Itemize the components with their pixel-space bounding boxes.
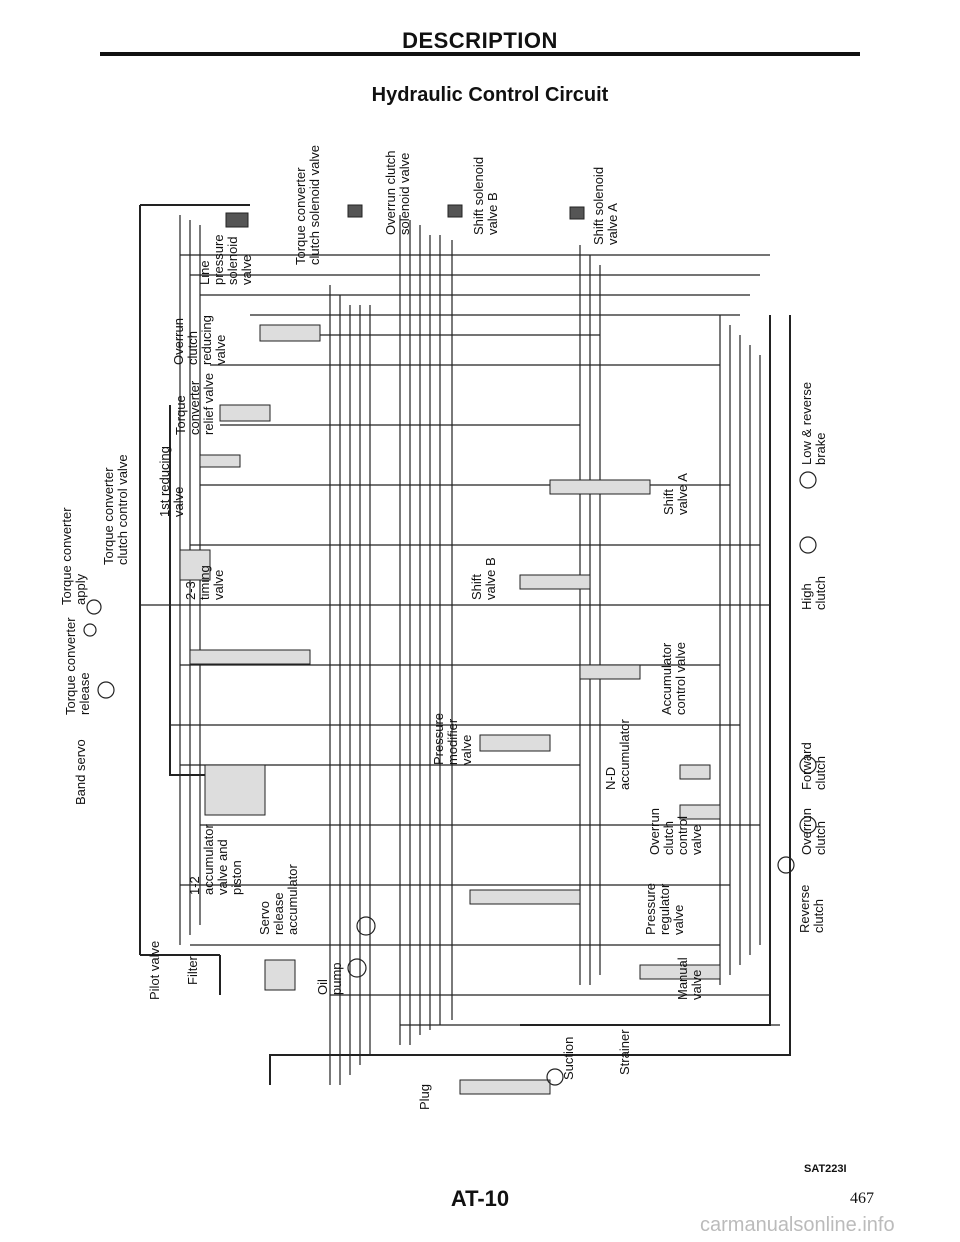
manual-valve-label: Manual valve: [675, 957, 704, 1000]
high-clutch-label: High clutch: [799, 576, 828, 610]
accumulator-1-2-label: 1-2 accumulator valve and piston: [187, 824, 244, 895]
accumulator-control-label: Accumulator control valve: [659, 642, 688, 715]
tc-release-label: Torque converter release: [63, 617, 92, 715]
overrun-clutch-control-label: Overrun clutch control valve: [647, 808, 704, 855]
nd-accumulator-label: N-D accumulator: [603, 719, 632, 790]
tc-apply-label: Torque converter apply: [59, 507, 88, 605]
servo-release-accumulator-label: Servo release accumulator: [257, 864, 300, 935]
pilot-valve-label: Pilot valve: [147, 940, 162, 1000]
shift-valve-a-label: Shift valve A: [661, 473, 690, 515]
overrun-clutch-solenoid-label: Overrun clutch solenoid valve: [383, 150, 412, 235]
shift-valve-b-label: Shift valve B: [469, 557, 498, 600]
watermark: carmanualsonline.info: [700, 1214, 895, 1236]
filter-label: Filter: [185, 956, 200, 985]
tc-relief-label: Torque converter relief valve: [173, 372, 216, 435]
plug-label: Plug: [417, 1083, 432, 1110]
reverse-clutch-label: Reverse clutch: [797, 884, 826, 933]
section-title: DESCRIPTION: [402, 28, 558, 53]
circuit-lines: [83, 204, 817, 1095]
page-label: AT-10: [450, 1186, 510, 1211]
low-reverse-brake-label: Low & reverse brake: [799, 381, 828, 465]
figure-code: SAT223I: [804, 1163, 847, 1175]
shift-solenoid-a-label: Shift solenoid valve A: [591, 166, 620, 245]
band-servo-label: Band servo: [73, 739, 88, 805]
oil-pump-label: Oil pump: [315, 962, 344, 995]
line-pressure-solenoid-label: Line pressure solenoid valve: [197, 234, 254, 285]
overrun-clutch-reducing-label: Overrun clutch reducing valve: [171, 315, 228, 365]
timing-2-3-label: 2-3 timing valve: [183, 565, 226, 600]
hydraulic-circuit-diagram: Line pressure solenoid valve Torque conv…: [59, 125, 880, 1115]
shift-solenoid-b-label: Shift solenoid valve B: [471, 156, 500, 235]
first-reducing-label: 1st reducing valve: [157, 446, 186, 517]
strainer-label: Strainer: [617, 1029, 632, 1075]
tc-clutch-solenoid-label: Torque converter clutch solenoid valve: [293, 145, 322, 265]
overrun-clutch-label: Overrun clutch: [799, 808, 828, 855]
diagram-title: Hydraulic Control Circuit: [371, 84, 609, 106]
header-rule: [100, 52, 860, 56]
forward-clutch-label: Forward clutch: [799, 742, 828, 790]
pressure-modifier-label: Pressure modifier valve: [431, 712, 474, 765]
tc-clutch-control-label: Torque converter clutch control valve: [101, 454, 130, 565]
page-number: 467: [850, 1190, 874, 1207]
suction-label: Suction: [561, 1036, 576, 1080]
pressure-regulator-label: Pressure regulator valve: [643, 882, 686, 935]
